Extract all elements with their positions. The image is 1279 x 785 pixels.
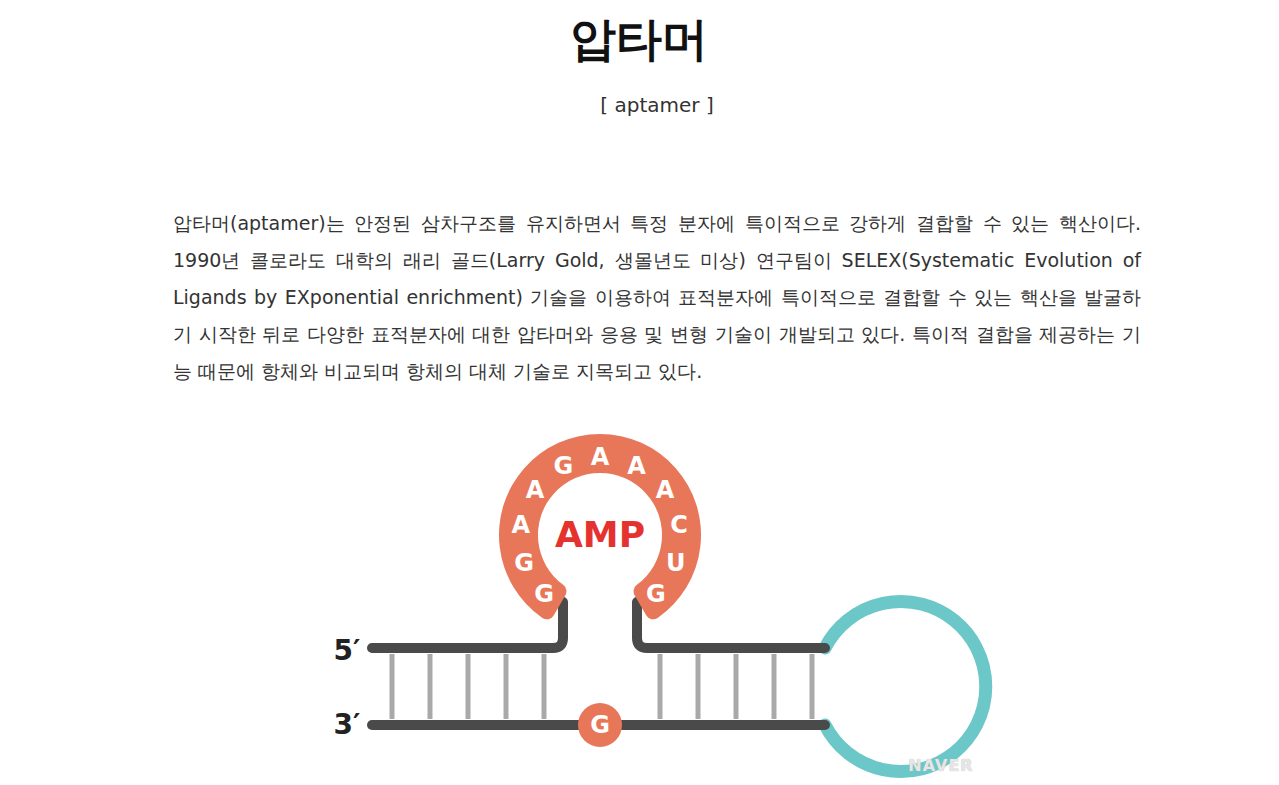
nucleotide-letter: G [514, 549, 534, 577]
watermark: NAVER [908, 756, 973, 775]
nucleotide-letter: G [534, 580, 554, 608]
nucleotide-letter: A [512, 511, 531, 539]
target-molecule: AMP [555, 514, 645, 555]
nucleotide-circle: G [578, 703, 622, 747]
nucleotide-letter: U [666, 549, 686, 577]
nucleotide-letter: G [554, 452, 574, 480]
nucleotide-letter: A [656, 476, 675, 504]
strand-end: 5′ [334, 634, 361, 667]
nucleotide-letter: C [670, 511, 688, 539]
nucleotide-letter: A [627, 452, 646, 480]
nucleotide-letter: G [646, 580, 666, 608]
strand-end: 3′ [334, 708, 361, 741]
binding-loop [499, 434, 701, 619]
subtitle: [ aptamer ] [600, 93, 713, 117]
nucleotide-letter: A [591, 443, 610, 471]
nucleotide-letter: A [526, 476, 545, 504]
page-title: 압타머 [570, 9, 708, 71]
teal-loop [825, 602, 986, 772]
body-text: 압타머(aptamer)는 안정된 삼차구조를 유지하면서 특정 분자에 특이적… [173, 205, 1141, 390]
nucleotide-letter: G [590, 711, 610, 739]
